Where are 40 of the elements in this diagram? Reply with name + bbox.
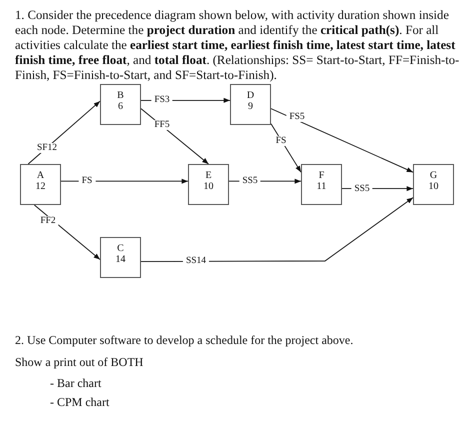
arrow bbox=[342, 186, 414, 192]
arrow bbox=[34, 204, 100, 260]
arrow bbox=[140, 108, 209, 164]
arrow bbox=[270, 108, 414, 173]
activity-letter: G bbox=[430, 170, 438, 181]
edge-label: SS14 bbox=[182, 256, 210, 266]
activity-box bbox=[301, 164, 342, 205]
activity-letter: B bbox=[117, 90, 124, 101]
activity-letter: D bbox=[246, 90, 254, 101]
arrow bbox=[228, 178, 302, 184]
edge-label: FS bbox=[78, 176, 96, 186]
activity-duration: 6 bbox=[118, 101, 123, 112]
activity-box bbox=[230, 84, 271, 125]
activity-duration: 9 bbox=[248, 101, 253, 112]
activity-letter: E bbox=[205, 170, 212, 181]
activity-letter: C bbox=[117, 243, 124, 254]
edge-label: SS5 bbox=[351, 184, 373, 194]
arrow bbox=[60, 178, 188, 184]
question-text: 1. Consider the precedence diagram shown below, with activity duration shown inside each node. Determine the project duration and identify the critical path(s). For all activities calculate the earliest start time, earliest finish time, latest start time, latest finish time, free float, and total float. (Relationships: SS= Start-to-Start, FF=Finish-to-Finish, FS=Finish-to-Start, and SF=Start-to-Finish). bbox=[15, 8, 460, 83]
activity-duration: 10 bbox=[428, 181, 438, 192]
instruction-text: Show a print out of BOTH bbox=[15, 355, 144, 370]
edge-label: SS5 bbox=[239, 176, 261, 186]
activity-box bbox=[100, 237, 141, 278]
arrow bbox=[140, 98, 230, 103]
activity-box bbox=[188, 164, 229, 205]
activity-duration: 10 bbox=[204, 181, 214, 192]
activity-box bbox=[100, 84, 141, 125]
activity-box bbox=[20, 164, 61, 205]
list-item: - Bar chart bbox=[50, 376, 102, 391]
activity-duration: 11 bbox=[316, 181, 326, 192]
edge-label: FS3 bbox=[151, 95, 173, 105]
arrow bbox=[270, 123, 302, 173]
activity-duration: 12 bbox=[36, 181, 46, 192]
activity-letter: A bbox=[36, 170, 44, 181]
list-item: - CPM chart bbox=[50, 395, 110, 410]
activity-box bbox=[413, 164, 454, 205]
activity-duration: 14 bbox=[116, 254, 126, 265]
arrow bbox=[140, 197, 414, 262]
activity-letter: F bbox=[318, 170, 324, 181]
question-text: 2. Use Computer software to develop a schedule for the project above. bbox=[15, 333, 354, 348]
